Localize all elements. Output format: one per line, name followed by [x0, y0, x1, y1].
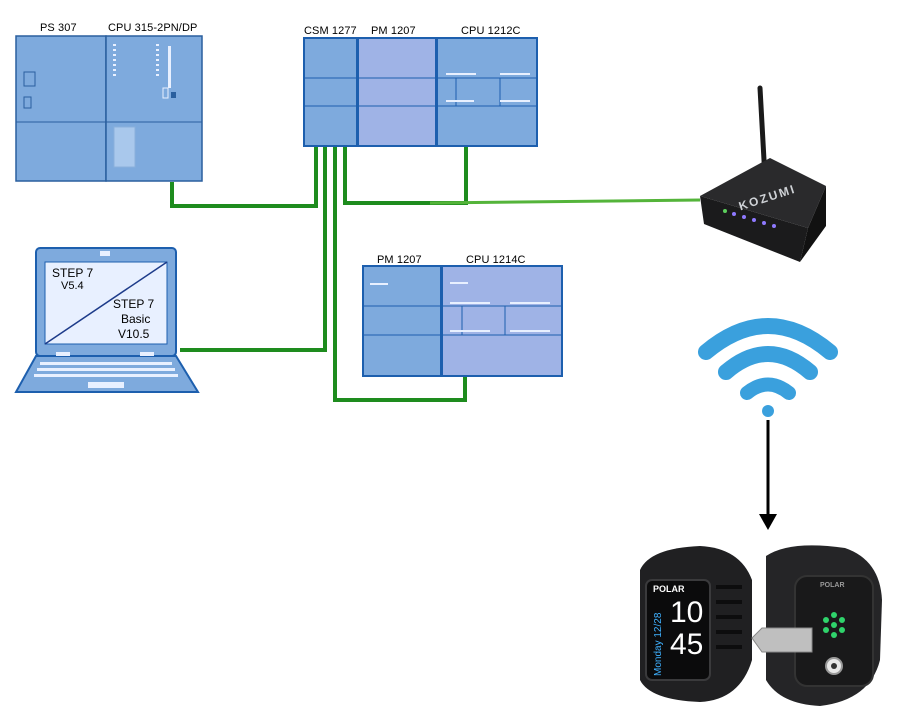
pm1207-bottom-label: PM 1207	[377, 254, 422, 266]
pm1207-top-module	[357, 37, 437, 147]
wifi-icon	[698, 318, 838, 417]
router	[700, 85, 826, 262]
ethernet-cables	[170, 146, 701, 402]
csm1277-label: CSM 1277	[304, 25, 357, 37]
watch-back-brand: POLAR	[820, 582, 845, 589]
cable-laptop-to-csm	[180, 146, 327, 352]
pm1207-bottom-module	[362, 265, 442, 377]
watch-hour: 10	[670, 596, 704, 629]
laptop-text-v105: V10.5	[118, 327, 150, 341]
cpu1212c-label: CPU 1212C	[461, 25, 521, 37]
screen-divider	[44, 261, 168, 345]
cable-router-to-csm	[429, 198, 701, 205]
s7-1200-top-row	[303, 37, 538, 147]
cable-cpu315-to-csm	[170, 146, 318, 208]
cable-cpu1212c-to-csm	[343, 146, 468, 205]
laptop-text-step7-v54: STEP 7	[52, 266, 94, 280]
cpu315-label: CPU 315-2PN/DP	[108, 22, 198, 34]
arrow-down-icon	[759, 420, 777, 530]
cpu1214c-label: CPU 1214C	[466, 254, 526, 266]
ps307-label: PS 307	[40, 22, 77, 34]
laptop-text-step7-basic: STEP 7	[113, 297, 155, 311]
laptop-text-v54: V5.4	[61, 280, 84, 292]
s7-300-rack	[15, 35, 203, 182]
router-top	[700, 158, 826, 228]
polar-watch-front	[640, 546, 752, 702]
cpu1212c-module	[436, 37, 538, 147]
cable-cpu1214c-to-csm	[333, 146, 467, 402]
pm1207-top-label: PM 1207	[371, 25, 416, 37]
s7-1200-bottom-row	[362, 265, 563, 377]
csm1277-module	[303, 37, 358, 147]
polar-watch-back	[751, 545, 882, 706]
watch-brand: POLAR	[653, 584, 685, 594]
router-side	[800, 186, 826, 262]
laptop	[14, 247, 200, 393]
watch-day: Monday 12/28	[653, 612, 664, 676]
laptop-text-basic: Basic	[121, 312, 151, 326]
watch-minute: 45	[670, 628, 704, 661]
router-front	[700, 196, 808, 262]
